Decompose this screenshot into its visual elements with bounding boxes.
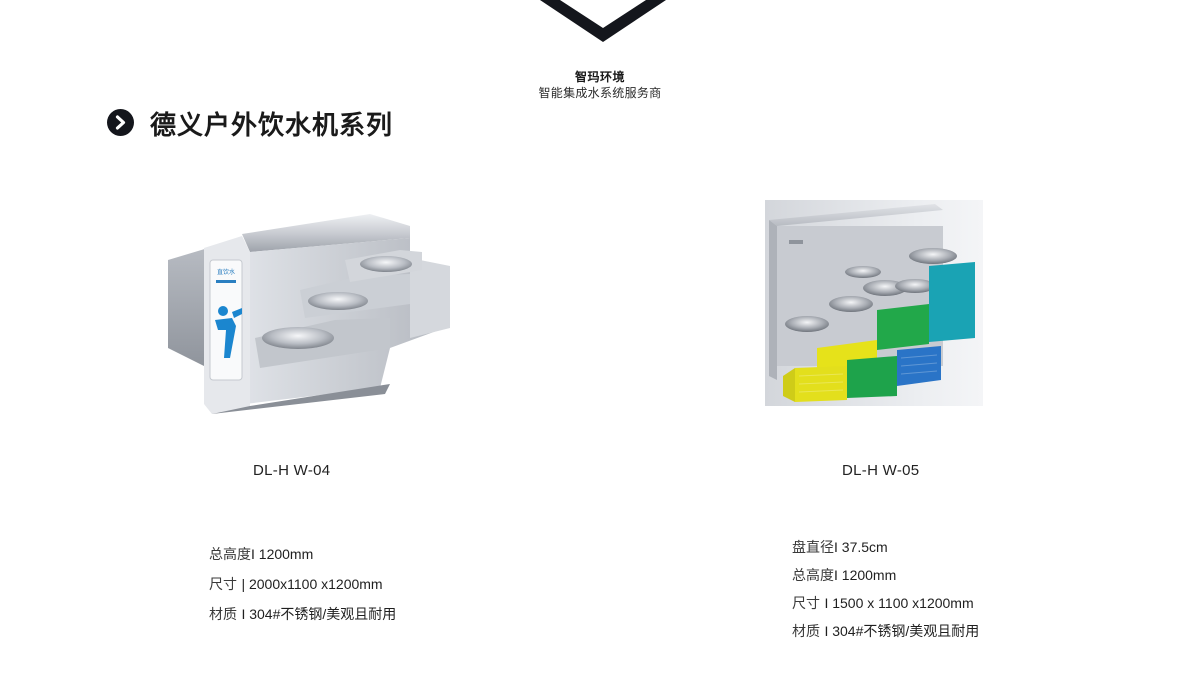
spec-row: 尺寸 I 1500 x 1100 x1200mm: [792, 589, 979, 617]
chevron-right-circle-icon: [107, 109, 134, 136]
spec-value: I 1200mm: [834, 567, 897, 583]
tiered-drinking-fountain-photo: [765, 200, 983, 406]
brand-logo-chevron-icon: [540, 0, 666, 42]
spec-value: I 1200mm: [251, 546, 314, 562]
spec-label: 总高度: [209, 547, 251, 563]
spec-label: 盘直径: [792, 540, 834, 556]
spec-value: I 304#不锈钢/美观且耐用: [241, 606, 397, 622]
spec-value: I 1500 x 1100 x1200mm: [824, 595, 974, 611]
spec-label: 总高度: [792, 568, 834, 584]
section-title: 德义户外饮水机系列: [150, 111, 394, 141]
spec-value: I 37.5cm: [834, 539, 888, 555]
spec-row: 总高度I 1200mm: [209, 539, 396, 569]
product-specs-1: 总高度I 1200mm 尺寸 | 2000x1100 x1200mm 材质 I …: [209, 539, 396, 629]
spec-label: 尺寸: [792, 596, 825, 612]
brand-name: 智玛环境: [574, 70, 625, 84]
spec-row: 材质 I 304#不锈钢/美观且耐用: [209, 599, 396, 629]
signage-text: 直饮水: [217, 268, 235, 276]
spec-row: 材质 I 304#不锈钢/美观且耐用: [792, 617, 979, 645]
product-specs-2: 盘直径I 37.5cm 总高度I 1200mm 尺寸 I 1500 x 1100…: [792, 533, 979, 645]
spec-label: 材质: [792, 624, 825, 640]
product-model-1: DL-H W-04: [253, 462, 331, 479]
spec-row: 尺寸 | 2000x1100 x1200mm: [209, 569, 396, 599]
product-model-2: DL-H W-05: [842, 462, 920, 479]
spec-label: 材质: [209, 607, 242, 623]
spec-label: 尺寸: [209, 577, 242, 593]
spec-row: 总高度I 1200mm: [792, 561, 979, 589]
spec-row: 盘直径I 37.5cm: [792, 533, 979, 561]
brand-tagline: 智能集成水系统服务商: [538, 86, 662, 100]
spec-value: | 2000x1100 x1200mm: [241, 576, 383, 592]
spec-value: I 304#不锈钢/美观且耐用: [824, 623, 980, 639]
outdoor-drinking-fountain-photo: 直饮水: [168, 214, 450, 414]
